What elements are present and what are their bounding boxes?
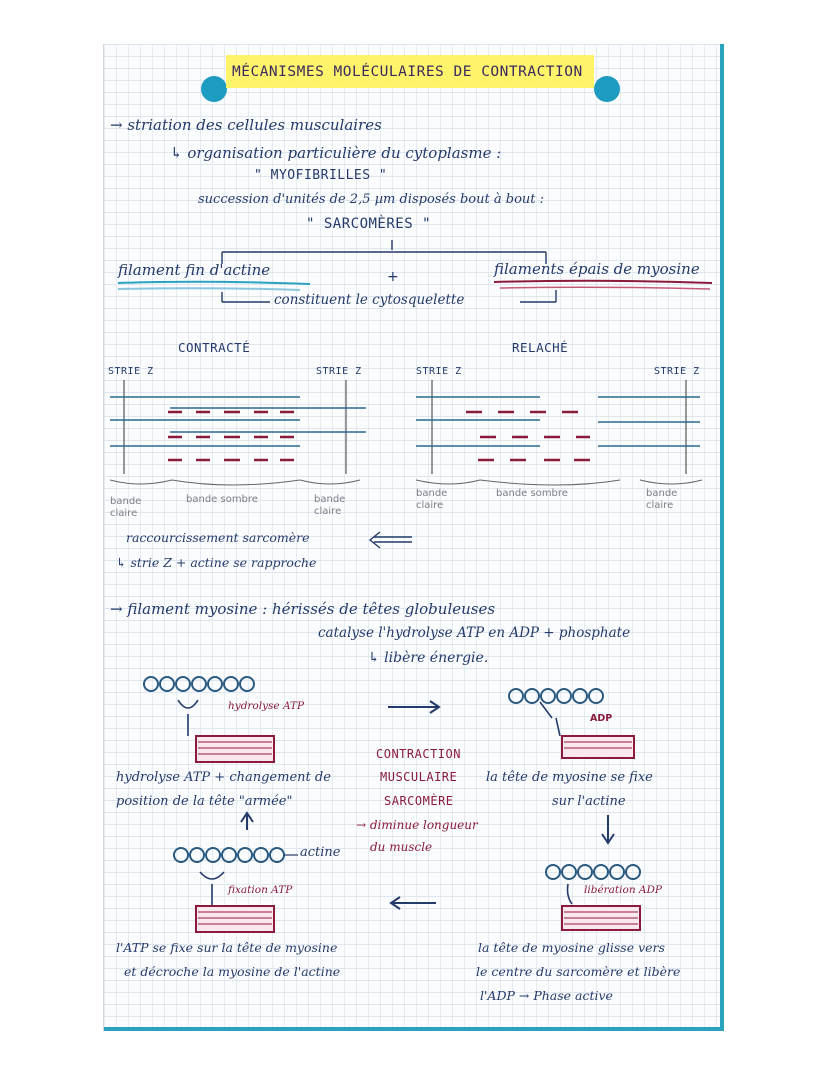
bande-claire-label: bande claire (646, 488, 678, 511)
myosine-line-1: → filament myosine : hérissés de têtes g… (110, 600, 496, 618)
hydrolyse-atp-tag: hydrolyse ATP (228, 700, 305, 712)
bande-sombre-label: bande sombre (496, 488, 568, 499)
step-left-bottom-2: et décroche la myosine de l'actine (124, 964, 341, 979)
raccourcissement-line-2: ↳ strie Z + actine se rapproche (116, 555, 317, 570)
filament-myosine-label: filaments épais de myosine (494, 260, 700, 278)
raccourcissement-line-1: raccourcissement sarcomère (126, 530, 310, 545)
binder-hole-right (594, 76, 620, 102)
bande-claire-label: bande claire (416, 488, 448, 511)
sarcomeres-label: " SARCOMÈRES " (306, 216, 432, 232)
adp-tag: ADP (590, 713, 613, 724)
contracte-title: CONTRACTÉ (178, 340, 251, 355)
page-title: MÉCANISMES MOLÉCULAIRES DE CONTRACTION (232, 64, 583, 80)
step-right-bottom-3: l'ADP → Phase active (480, 988, 613, 1003)
myofibrilles-label: " MYOFIBRILLES " (254, 168, 388, 183)
binder-hole-left (201, 76, 227, 102)
center-line-2: MUSCULAIRE (380, 770, 458, 784)
plus-sign: + (387, 269, 399, 285)
step-right-top-2: sur l'actine (552, 794, 626, 809)
step-right-bottom-1: la tête de myosine glisse vers (478, 940, 665, 955)
cycle-arrows (240, 700, 615, 910)
strie-z-label: STRIE Z (654, 366, 700, 377)
center-line-3: SARCOMÈRE (384, 794, 454, 808)
tree-lines (221, 240, 557, 303)
center-line-4: → diminue longueur (356, 818, 478, 832)
sarcomere-relache (415, 380, 703, 486)
step-left-top-2: position de la tête "armée" (116, 794, 293, 809)
filament-actine-label: filament fin d'actine (118, 261, 271, 279)
actine-label: actine (300, 845, 341, 860)
raccourcissement-arrow (368, 531, 412, 549)
strie-z-label: STRIE Z (316, 366, 362, 377)
actine-underline (117, 280, 311, 285)
bande-sombre-label: bande sombre (186, 494, 258, 505)
strie-z-label: STRIE Z (416, 366, 462, 377)
center-line-1: CONTRACTION (376, 747, 461, 761)
intro-line-1: → striation des cellules musculaires (110, 116, 382, 134)
step-left-top-1: hydrolyse ATP + changement de (116, 770, 331, 785)
myosine-underline (493, 279, 713, 284)
step-left-bottom-1: l'ATP se fixe sur la tête de myosine (116, 940, 338, 955)
liberation-adp-tag: libération ADP (584, 884, 662, 896)
step-right-bottom-2: le centre du sarcomère et libère (476, 964, 681, 979)
cytosquelette-label: constituent le cytosquelette (274, 292, 465, 308)
myosin-filaments (195, 735, 641, 933)
bande-claire-label: bande claire (110, 496, 142, 519)
relache-title: RELACHÉ (512, 340, 569, 355)
fixation-atp-tag: fixation ATP (228, 884, 293, 896)
title-highlight (226, 55, 594, 88)
intro-line-2: ↳ organisation particulière du cytoplasm… (170, 144, 502, 162)
sarcomere-contracte (109, 380, 366, 486)
notebook-sheet (104, 44, 724, 1031)
myosine-line-2: catalyse l'hydrolyse ATP en ADP + phosph… (318, 625, 631, 641)
strie-z-label: STRIE Z (108, 366, 154, 377)
bande-claire-label: bande claire (314, 494, 346, 517)
myosin-heads (177, 699, 573, 906)
step-right-top-1: la tête de myosine se fixe (486, 770, 653, 785)
center-line-5: du muscle (370, 840, 433, 854)
myosine-line-3: ↳ libère énergie. (368, 650, 489, 666)
intro-line-4: succession d'unités de 2,5 µm disposés b… (198, 192, 544, 207)
